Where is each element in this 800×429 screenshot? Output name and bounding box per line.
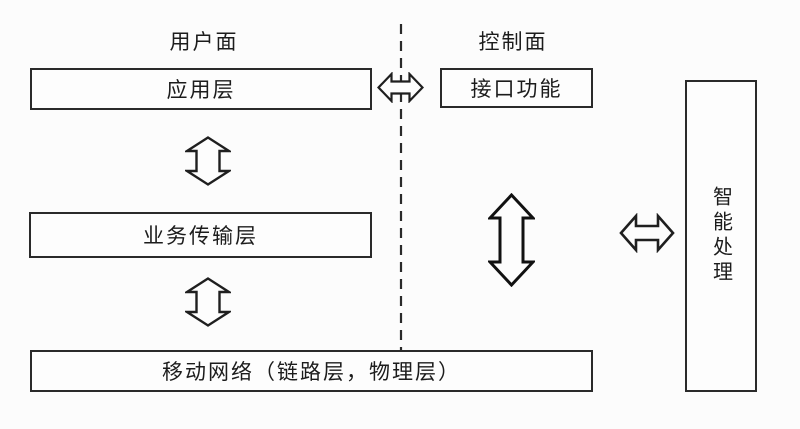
box-interface-function: 接口功能 xyxy=(440,68,593,108)
plane-divider-dashed-line xyxy=(399,24,403,392)
box-mobile-network: 移动网络（链路层，物理层） xyxy=(30,350,593,392)
box-mobile-network-label: 移动网络（链路层，物理层） xyxy=(162,360,461,384)
horizontal-double-arrow-icon xyxy=(619,213,675,253)
box-service-transport-layer-label: 业务传输层 xyxy=(143,224,258,248)
user-plane-label: 用户面 xyxy=(169,30,239,54)
box-intelligent-processing-label: 智能处理 xyxy=(709,186,732,286)
box-service-transport-layer: 业务传输层 xyxy=(29,212,372,258)
box-application-layer: 应用层 xyxy=(30,68,372,110)
control-plane-label: 控制面 xyxy=(478,30,548,54)
horizontal-double-arrow-icon xyxy=(377,72,424,103)
box-interface-function-label: 接口功能 xyxy=(470,77,563,101)
vertical-double-arrow-icon xyxy=(185,136,231,186)
box-intelligent-processing: 智能处理 xyxy=(685,80,757,392)
large-vertical-double-arrow-icon xyxy=(488,193,535,287)
box-application-layer-label: 应用层 xyxy=(166,78,236,102)
vertical-double-arrow-icon xyxy=(185,277,231,327)
